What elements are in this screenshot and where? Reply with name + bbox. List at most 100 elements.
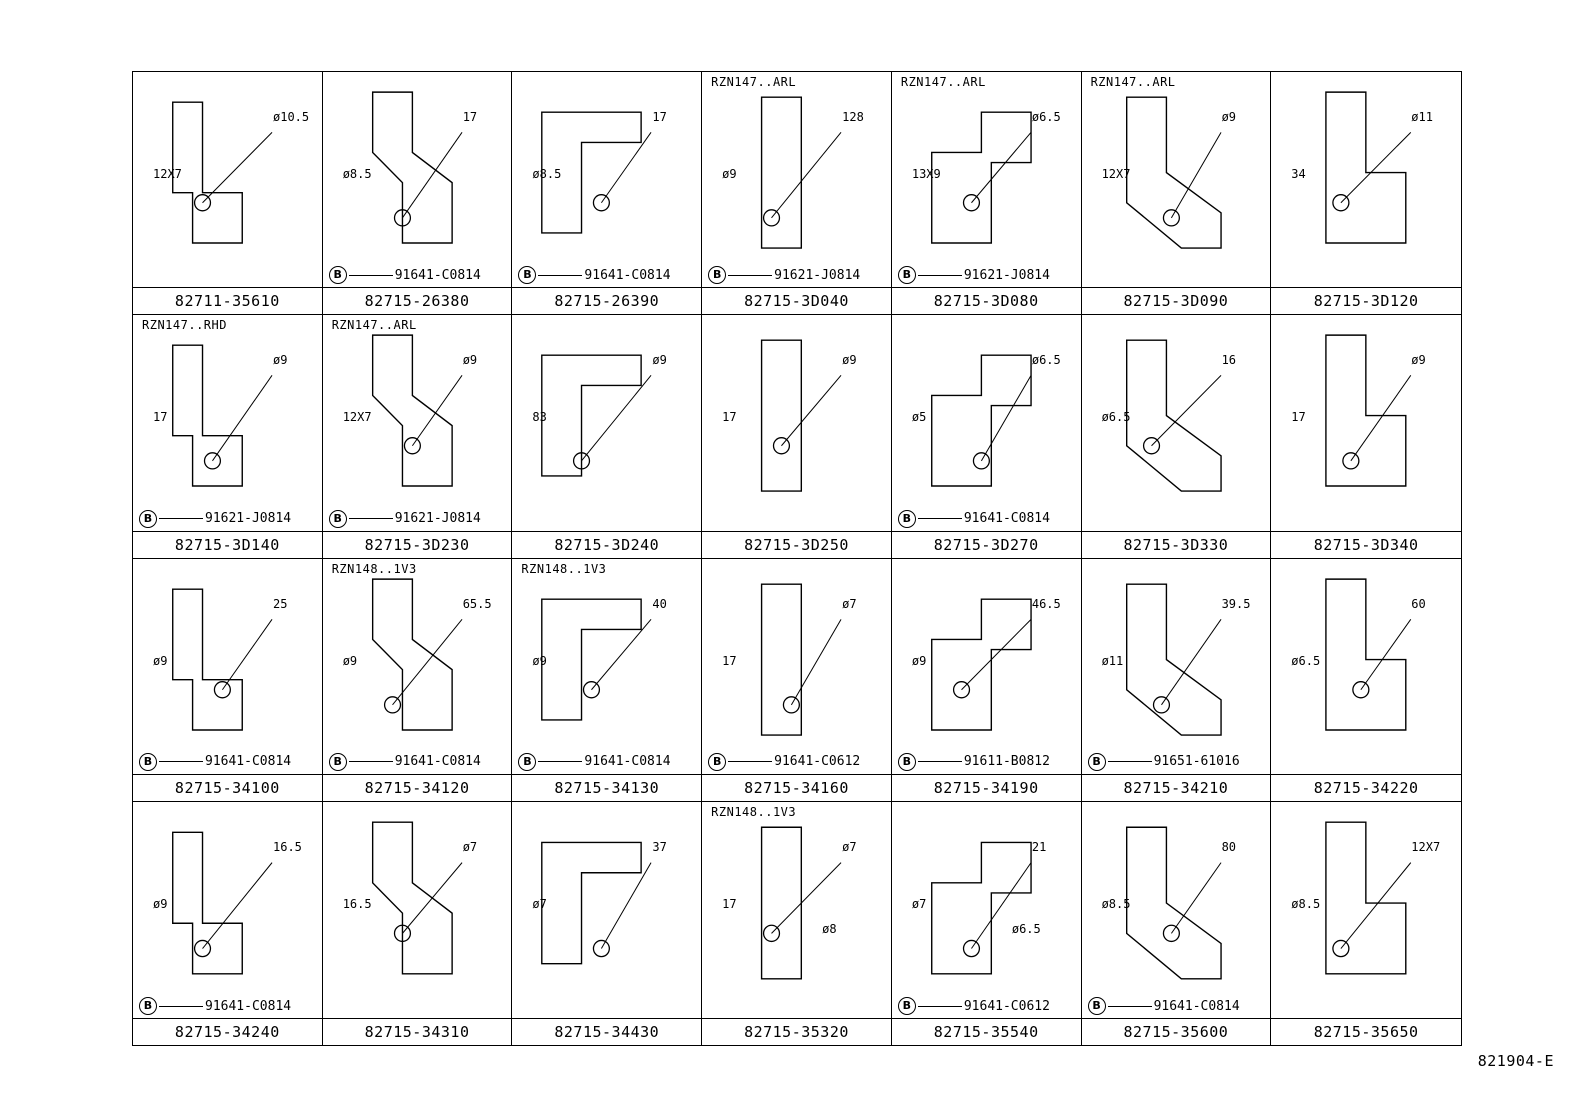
bracket-outline bbox=[541, 841, 643, 965]
dimension-label: 16.5 bbox=[273, 839, 302, 854]
leader-line bbox=[401, 862, 463, 934]
mounting-hole bbox=[393, 209, 411, 227]
dimension-label: 16 bbox=[1221, 353, 1237, 368]
part-drawing bbox=[512, 72, 701, 288]
part-drawing bbox=[1082, 72, 1271, 288]
leader-line bbox=[391, 618, 463, 705]
leader-line bbox=[771, 862, 842, 934]
part-drawing bbox=[512, 802, 701, 1019]
bracket-outline bbox=[1325, 91, 1407, 244]
bracket-outline bbox=[1125, 582, 1222, 736]
part-number: 82715-35600 bbox=[1081, 1018, 1271, 1045]
leader-line bbox=[1170, 132, 1222, 219]
bolt-b-icon: B bbox=[897, 997, 916, 1015]
dimension-label: ø10.5 bbox=[273, 110, 310, 124]
bracket-sketch bbox=[172, 587, 273, 731]
bracket-outline bbox=[172, 587, 243, 731]
leader-line bbox=[221, 618, 273, 690]
bracket-outline bbox=[1325, 334, 1407, 487]
dimension-label: 37 bbox=[652, 839, 667, 854]
mounting-hole bbox=[1342, 452, 1360, 470]
bolt-part-number: 91621-J0814 bbox=[963, 267, 1050, 283]
part-drawing bbox=[1271, 315, 1461, 531]
callout-line bbox=[728, 761, 773, 763]
bracket-outline bbox=[371, 577, 453, 731]
part-drawing bbox=[323, 559, 512, 775]
part-drawing bbox=[133, 315, 322, 531]
part-number: 82715-3D270 bbox=[891, 530, 1081, 558]
dimension-label: 17 bbox=[722, 410, 737, 425]
part-number: 82715-34210 bbox=[1081, 773, 1271, 801]
mounting-hole bbox=[962, 939, 980, 958]
leader-line bbox=[771, 132, 842, 219]
callout-line bbox=[728, 274, 773, 276]
dimension-label: ø9 bbox=[842, 353, 857, 368]
bracket-sketch bbox=[541, 354, 652, 477]
dimension-label: 16.5 bbox=[342, 896, 372, 911]
mounting-hole bbox=[763, 924, 781, 942]
part-drawing bbox=[1271, 802, 1461, 1019]
mounting-hole bbox=[583, 680, 601, 698]
dimension-label: ø8.5 bbox=[1101, 896, 1131, 911]
dimension-label: 17 bbox=[462, 110, 478, 124]
part-number: 82715-3D140 bbox=[133, 530, 322, 558]
mounting-hole bbox=[1162, 924, 1180, 942]
mounting-hole bbox=[573, 452, 591, 470]
leader-line bbox=[970, 132, 1032, 204]
bracket-sketch bbox=[1325, 821, 1412, 975]
part-drawing bbox=[133, 802, 322, 1019]
variant-label: RZN147..ARL bbox=[1090, 75, 1176, 89]
bolt-b-icon: B bbox=[708, 752, 727, 771]
dimension-label: 12X7 bbox=[1411, 839, 1441, 854]
dimension-label: 60 bbox=[1411, 596, 1426, 611]
callout-line bbox=[1107, 761, 1152, 763]
dimension-label: ø6.5 bbox=[1291, 653, 1321, 668]
mounting-hole bbox=[203, 452, 222, 470]
mounting-hole bbox=[952, 680, 970, 698]
mounting-hole bbox=[383, 695, 401, 714]
bolt-b-icon: B bbox=[708, 266, 727, 285]
part-number: 82715-34240 bbox=[133, 1018, 322, 1045]
bracket-outline bbox=[761, 96, 803, 249]
leader-line bbox=[212, 375, 273, 462]
bracket-sketch bbox=[930, 841, 1032, 975]
dimension-label: ø8.5 bbox=[532, 167, 562, 181]
mounting-hole bbox=[1352, 680, 1370, 698]
bracket-outline bbox=[930, 841, 1032, 975]
variant-label: RZN147..RHD bbox=[142, 318, 227, 333]
bolt-part-number: 91641-C0814 bbox=[584, 267, 671, 283]
bracket-outline bbox=[761, 826, 803, 980]
dimension-label: ø9 bbox=[273, 353, 288, 368]
bracket-sketch bbox=[1325, 91, 1412, 244]
bolt-b-icon: B bbox=[139, 752, 157, 771]
callout-line bbox=[159, 1005, 203, 1007]
leader-line bbox=[202, 862, 273, 949]
bracket-sketch bbox=[1325, 334, 1412, 487]
dimension-label: 17 bbox=[1291, 410, 1306, 425]
dimension-label: ø9 bbox=[1221, 110, 1237, 124]
mounting-hole bbox=[1332, 194, 1350, 212]
dimension-label: 13X9 bbox=[911, 167, 941, 181]
variant-label: RZN147..ARL bbox=[331, 318, 417, 333]
bolt-part-number: 91641-C0612 bbox=[963, 998, 1050, 1014]
bolt-b-icon: B bbox=[897, 266, 916, 285]
part-number: 82715-26390 bbox=[512, 287, 702, 314]
mounting-hole bbox=[763, 209, 781, 227]
bracket-sketch bbox=[371, 334, 463, 487]
bolt-part-number: 91641-C0612 bbox=[774, 754, 861, 770]
bracket-sketch bbox=[172, 101, 273, 244]
bracket-outline bbox=[371, 91, 453, 244]
